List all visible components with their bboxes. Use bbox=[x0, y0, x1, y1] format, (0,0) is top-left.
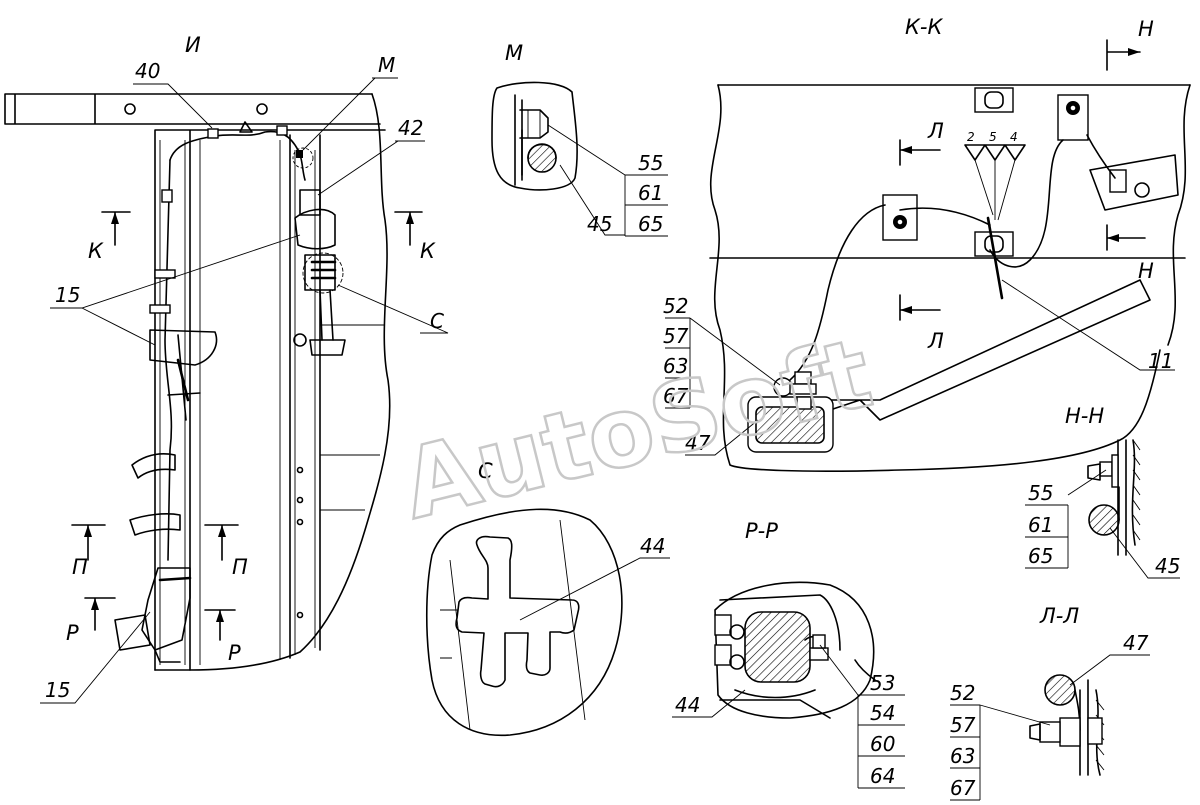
view-title-hh: Н-Н bbox=[1065, 404, 1104, 428]
label-45-hh: 45 bbox=[1155, 554, 1180, 578]
label-45-m: 45 bbox=[587, 212, 612, 236]
mark-h-bottom: Н bbox=[1138, 259, 1154, 283]
stack-m-1: 55 bbox=[638, 151, 663, 175]
stack-kk-4: 67 bbox=[663, 384, 689, 408]
stack-pp-4: 64 bbox=[870, 764, 895, 788]
section-kk-marks: Н Л Н Л bbox=[899, 17, 1154, 353]
stack-hh-2: 61 bbox=[1028, 513, 1053, 537]
stack-m-2: 61 bbox=[638, 181, 663, 205]
label-c: С bbox=[430, 309, 444, 333]
watermark: AutoSoft bbox=[392, 317, 882, 541]
label-47-ll: 47 bbox=[1123, 631, 1149, 655]
section-ll-leaders: 47 52 57 63 67 bbox=[950, 631, 1150, 801]
detail-m bbox=[491, 81, 578, 191]
label-11: 11 bbox=[1148, 349, 1173, 373]
detail-c bbox=[425, 508, 623, 737]
stack-ll-3: 63 bbox=[950, 744, 975, 768]
section-marks-main: К К П П Р Р bbox=[66, 211, 436, 665]
stack-ll-2: 57 bbox=[950, 713, 976, 737]
label-15-top: 15 bbox=[55, 283, 80, 307]
stack-pp-2: 54 bbox=[870, 701, 895, 725]
label-47-kk: 47 bbox=[685, 431, 711, 455]
section-pp-leaders: 53 54 60 64 44 bbox=[672, 644, 905, 789]
label-44-pp: 44 bbox=[675, 693, 700, 717]
view-title-m: М bbox=[505, 41, 523, 65]
view-title-ll: Л-Л bbox=[1039, 604, 1079, 628]
main-view-i bbox=[4, 93, 391, 671]
connector-2: 2 bbox=[967, 130, 975, 144]
main-view-leaders: 40 М 42 15 С 15 bbox=[40, 53, 449, 704]
section-kk: 2 5 4 bbox=[709, 84, 1191, 472]
label-m: М bbox=[378, 53, 395, 77]
label-40: 40 bbox=[135, 59, 160, 83]
mark-k-right: К bbox=[420, 239, 436, 263]
label-42: 42 bbox=[398, 116, 423, 140]
stack-ll-1: 52 bbox=[950, 681, 975, 705]
mark-p-left: П bbox=[72, 555, 88, 579]
section-pp bbox=[714, 581, 876, 719]
mark-r-left: Р bbox=[66, 621, 79, 645]
connector-5: 5 bbox=[989, 130, 997, 144]
section-hh-leaders: 55 61 65 45 bbox=[1025, 469, 1180, 579]
label-44-c: 44 bbox=[640, 534, 665, 558]
section-hh bbox=[1087, 439, 1141, 556]
mark-l-bottom: Л bbox=[927, 329, 944, 353]
mark-h-top: Н bbox=[1138, 17, 1154, 41]
mark-l-top: Л bbox=[927, 119, 944, 143]
view-title-c: С bbox=[478, 459, 493, 483]
stack-m-3: 65 bbox=[638, 212, 663, 236]
label-15-bottom: 15 bbox=[45, 678, 70, 702]
stack-hh-1: 55 bbox=[1028, 481, 1053, 505]
mark-k-left: К bbox=[88, 239, 104, 263]
view-title-pp: Р-Р bbox=[745, 519, 778, 543]
stack-pp-1: 53 bbox=[870, 671, 895, 695]
section-ll bbox=[1029, 674, 1105, 776]
stack-kk-1: 52 bbox=[663, 294, 688, 318]
stack-ll-4: 67 bbox=[950, 776, 976, 800]
mark-r-right: Р bbox=[228, 641, 241, 665]
view-title-kk: К-К bbox=[905, 15, 943, 39]
detail-c-leaders: 44 bbox=[519, 534, 670, 621]
mark-p-right: П bbox=[232, 555, 248, 579]
stack-hh-3: 65 bbox=[1028, 544, 1053, 568]
stack-kk-3: 63 bbox=[663, 354, 688, 378]
detail-m-leaders: 55 61 65 45 bbox=[547, 124, 668, 237]
section-kk-leaders: 11 52 57 63 67 47 bbox=[663, 279, 1175, 456]
view-title-i: И bbox=[185, 33, 201, 57]
connector-4: 4 bbox=[1010, 130, 1018, 144]
stack-pp-3: 60 bbox=[870, 732, 895, 756]
stack-kk-2: 57 bbox=[663, 324, 689, 348]
